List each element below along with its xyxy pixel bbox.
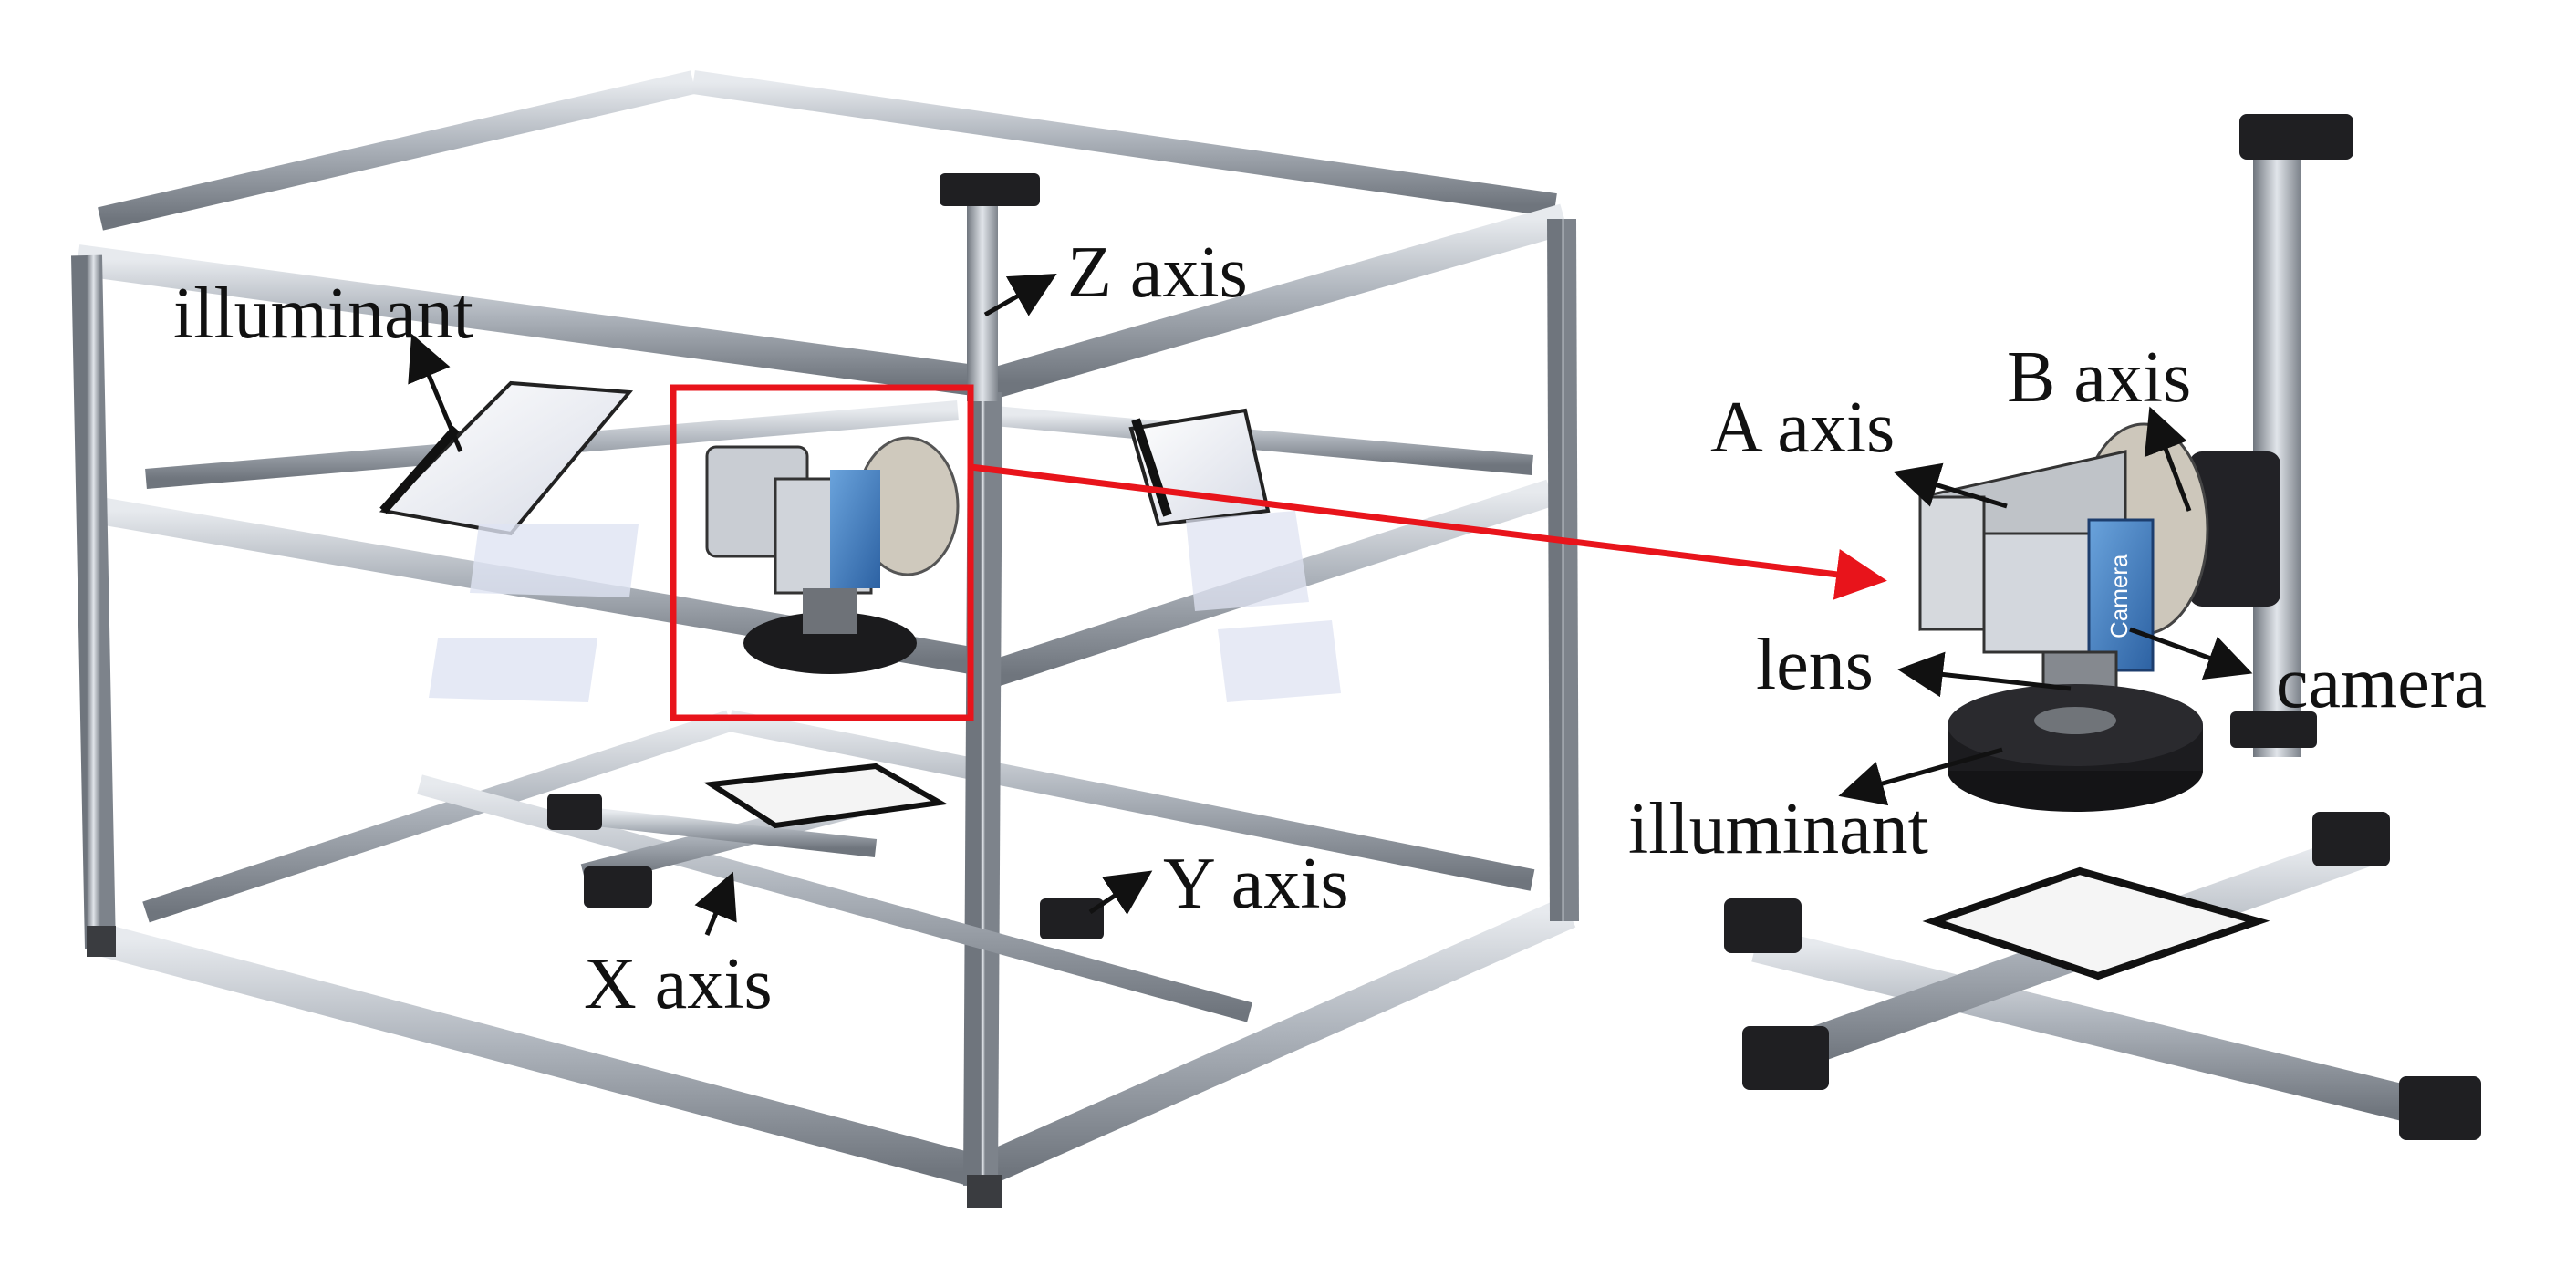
- aluminum-frame: [71, 70, 1579, 1208]
- illuminant-panels-left: [379, 380, 1341, 702]
- label-illuminant-left: illuminant: [173, 274, 473, 354]
- zoom-arrow: [970, 463, 1887, 600]
- label-b-axis: B axis: [2007, 337, 2191, 418]
- label-camera: camera: [2276, 643, 2487, 723]
- label-a-axis: A axis: [1710, 388, 1895, 468]
- xy-stage-small: [417, 763, 1252, 1022]
- label-x-axis: X axis: [584, 944, 773, 1024]
- camera-assembly-zoomed: Camera: [1918, 114, 2353, 812]
- label-lens: lens: [1756, 625, 1874, 705]
- label-z-axis: Z axis: [1067, 233, 1248, 313]
- labels: illuminant Z axis X axis Y axis A axis B…: [173, 233, 2487, 1024]
- highlight-box: [670, 384, 974, 721]
- xy-stage-zoomed: [1724, 812, 2481, 1140]
- annotation-arrows: [408, 274, 2253, 936]
- camera-assembly-small: [705, 436, 960, 674]
- label-y-axis: Y axis: [1163, 844, 1349, 924]
- camera-body-text: Camera: [2105, 554, 2133, 638]
- label-illuminant-right: illuminant: [1628, 789, 1928, 869]
